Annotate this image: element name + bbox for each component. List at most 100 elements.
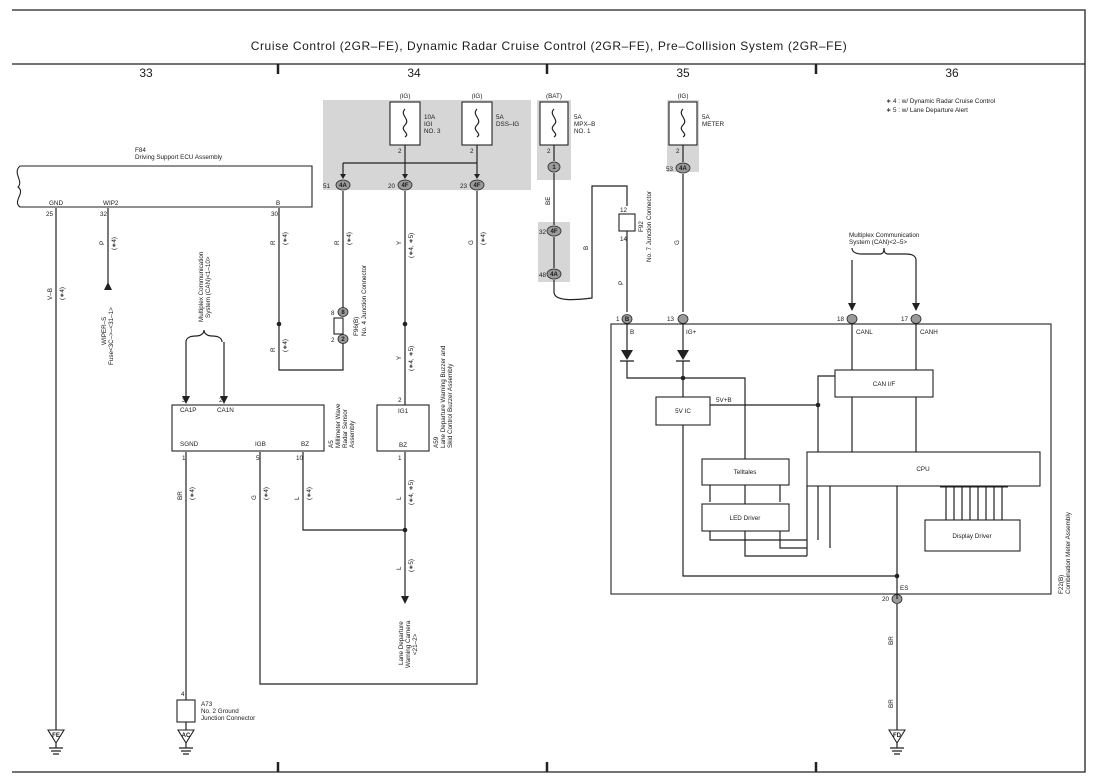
wire-color: G	[251, 495, 258, 500]
svg-text:No. 2 Ground: No. 2 Ground	[201, 708, 239, 715]
svg-text:5V IC: 5V IC	[675, 408, 691, 415]
fuse-dss-ig: (IG) 5A DSS–IG 2	[461, 93, 519, 155]
svg-text:8: 8	[341, 310, 345, 316]
svg-text:CANH: CANH	[920, 329, 938, 336]
fuse-meter: (IG) 5A METER 2	[668, 93, 724, 155]
svg-text:IGI: IGI	[424, 121, 433, 128]
wire-color: BR	[888, 636, 895, 645]
ground-symbol: AC	[177, 729, 195, 755]
svg-text:1: 1	[182, 455, 186, 462]
column-number: 34	[407, 66, 421, 80]
svg-text:A73: A73	[201, 701, 213, 708]
svg-text:18: 18	[837, 316, 845, 323]
wire-note: (∗4, ∗5)	[408, 480, 415, 505]
svg-text:CA1N: CA1N	[217, 407, 234, 414]
lane-camera-reference: Warning Camera	[405, 620, 412, 668]
connector-pin-number: 32	[539, 229, 547, 236]
svg-text:Radar Sensor: Radar Sensor	[342, 409, 349, 448]
svg-text:Driving Support ECU Assembly: Driving Support ECU Assembly	[135, 154, 223, 161]
svg-text:A5: A5	[328, 440, 335, 448]
telltales-block	[701, 458, 790, 486]
connector-pin: 4F 23	[460, 179, 485, 191]
svg-text:8: 8	[331, 310, 335, 317]
svg-text:5A: 5A	[496, 114, 505, 121]
multiplex-reference: System (CAN)<2–5>	[849, 239, 907, 246]
wire-color: Y	[396, 355, 403, 360]
connector-pin: 1	[547, 161, 561, 173]
lane-camera-reference: Lane Departure	[398, 621, 405, 665]
svg-text:2: 2	[470, 148, 474, 155]
wire-note: (∗4)	[282, 232, 289, 245]
svg-text:2: 2	[398, 397, 402, 404]
svg-text:WIP2: WIP2	[103, 200, 119, 207]
svg-text:F22(B): F22(B)	[1058, 575, 1065, 594]
svg-text:53: 53	[666, 166, 674, 173]
svg-text:14: 14	[620, 236, 628, 243]
svg-text:LED Driver: LED Driver	[730, 515, 761, 522]
svg-text:2: 2	[331, 337, 335, 344]
svg-text:2: 2	[219, 397, 223, 404]
wire-color: BR	[888, 699, 895, 708]
svg-text:23: 23	[460, 183, 468, 190]
svg-text:10: 10	[296, 455, 304, 462]
wire-color: L	[396, 566, 403, 570]
svg-text:25: 25	[46, 211, 54, 218]
svg-text:Junction Connector: Junction Connector	[201, 715, 255, 722]
svg-text:CANL: CANL	[856, 329, 873, 336]
wire-color: P	[618, 281, 625, 285]
connector-pin: 4A 53	[666, 162, 691, 174]
wire-note: (∗4)	[111, 237, 118, 250]
wiper-reference: Fuse<3C–>–<31–1>	[108, 307, 115, 365]
display-driver-block	[924, 519, 1021, 552]
svg-text:Combination Meter Assembly: Combination Meter Assembly	[1065, 511, 1072, 594]
junction-connector-f96: 8 2 8 2 F96(B) No. 4 Junction Connector	[331, 265, 368, 344]
svg-text:20: 20	[882, 596, 890, 603]
cpu-block	[806, 451, 1041, 487]
svg-text:5V+B: 5V+B	[716, 397, 732, 404]
wire-color: BR	[177, 491, 184, 500]
wire-note: (∗4)	[346, 232, 353, 245]
radar-sensor-assembly: CA1P CA1N SGND IGB BZ 3 2 1 5 10 A5 Mill…	[171, 397, 356, 462]
junction-block-area	[323, 100, 531, 190]
svg-text:Display Driver: Display Driver	[952, 533, 991, 540]
svg-text:CPU: CPU	[916, 466, 930, 473]
svg-text:1: 1	[552, 165, 556, 171]
svg-text:FE: FE	[52, 733, 60, 739]
column-number: 36	[945, 66, 959, 80]
svg-text:FD: FD	[893, 733, 902, 739]
ground-symbol: FD	[888, 729, 906, 755]
svg-text:4F: 4F	[473, 183, 480, 189]
driving-support-ecu: F84 Driving Support ECU Assembly GND WIP…	[16, 147, 313, 218]
svg-text:4A: 4A	[679, 166, 687, 172]
ground-junction-connector: 4 A73 No. 2 Ground Junction Connector	[176, 691, 255, 723]
connector-pin: 4A 51	[323, 179, 351, 191]
svg-text:(IG): (IG)	[400, 93, 411, 100]
wire-color: R	[270, 240, 277, 245]
wire-color: V–B	[47, 288, 54, 300]
svg-text:NO. 1: NO. 1	[574, 128, 591, 135]
wire-color: L	[294, 496, 301, 500]
wire-color: G	[674, 240, 681, 245]
connector-pin: 4F 20	[388, 179, 413, 191]
connector-pin-number: 48	[539, 272, 547, 279]
warning-buzzer-assembly: IG1 BZ 2 1 A59 Lane Departure Warning Bu…	[376, 345, 454, 462]
can-interface-block	[834, 369, 934, 398]
wire-color: R	[270, 347, 277, 352]
wire-color: B	[583, 246, 590, 250]
connector-pin: 4F	[550, 229, 557, 235]
svg-text:5: 5	[256, 455, 260, 462]
wire-note: (∗5)	[408, 559, 415, 572]
wire-note: (∗4)	[480, 232, 487, 245]
svg-text:5A: 5A	[702, 114, 711, 121]
svg-text:(BAT): (BAT)	[546, 93, 562, 100]
svg-text:IG1: IG1	[398, 408, 409, 415]
wire-note: (∗4)	[189, 487, 196, 500]
svg-text:No. 4 Junction Connector: No. 4 Junction Connector	[361, 265, 368, 336]
wire-note: (∗4)	[306, 487, 313, 500]
wiper-reference: WIPER–S	[101, 317, 108, 345]
svg-text:CA1P: CA1P	[180, 407, 196, 414]
svg-text:20: 20	[388, 183, 396, 190]
svg-text:IG+: IG+	[686, 329, 697, 336]
svg-text:4F: 4F	[401, 183, 408, 189]
